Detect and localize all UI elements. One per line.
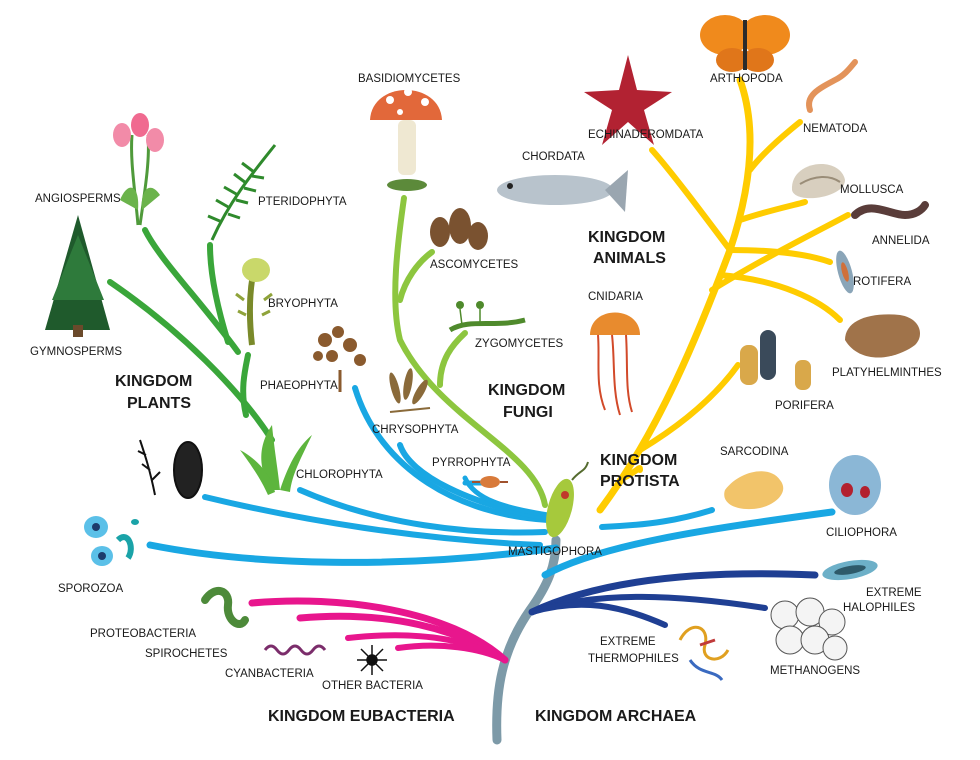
proteobacteria-icon [201,587,249,628]
kingdom-archaea: KINGDOM ARCHAEA [535,708,697,725]
butterfly-icon [700,15,790,72]
spirochete-icon [263,644,327,656]
golden-algae-icon [389,368,431,413]
label-extreme-thermophiles-2: THERMOPHILES [588,653,679,665]
label-bryophyta: BRYOPHYTA [268,298,338,310]
protista-branches [146,385,836,579]
label-extreme-halophiles-2: HALOPHILES [843,602,916,614]
animals-branches [596,76,851,514]
kingdom-fungi-line1: KINGDOM [488,382,565,399]
archaea-branches [528,570,819,628]
methanogen-icon [770,597,848,661]
pine-tree-icon [45,215,110,337]
label-arthopoda: ARTHOPODA [710,73,783,85]
label-chordata: CHORDATA [522,151,585,163]
dinoflagellate-icon [472,476,508,488]
label-porifera: PORIFERA [775,400,834,412]
kingdom-animals-line1: KINGDOM [588,229,665,246]
label-sporozoa: SPOROZOA [58,583,124,595]
clam-icon [791,163,845,199]
eubacteria-branches [248,597,509,664]
kingdom-eubacteria: KINGDOM EUBACTERIA [268,708,455,725]
label-gymnosperms: GYMNOSPERMS [30,346,122,358]
label-platyhelminthes: PLATYHELMINTHES [832,367,942,379]
label-zygomycetes: ZYGOMYCETES [475,338,564,350]
protein-structure-icon [678,626,730,682]
label-chrysophyta: CHRYSOPHYTA [372,424,459,436]
label-echinaderomdata: ECHINADEROMDATA [588,129,704,141]
label-extreme-halophiles-1: EXTREME [866,587,922,599]
label-ciliophora: CILIOPHORA [826,527,897,539]
starfish-icon [584,55,672,145]
label-other-bacteria: OTHER BACTERIA [322,680,423,692]
brown-algae-icon [313,326,366,392]
kingdom-animals-line2: ANIMALS [593,250,666,267]
mold-icon [448,301,526,333]
fungi-branches [392,195,548,508]
label-chlorophyta: CHLOROPHYTA [296,469,383,481]
branches [107,76,851,745]
sporozoa-icon [84,516,139,566]
label-annelida: ANNELIDA [872,235,930,247]
halophile-icon [822,559,878,581]
kingdom-plants-line2: PLANTS [127,395,191,412]
kingdom-protista-line1: KINGDOM [600,452,677,469]
amoeba-icon [724,471,784,510]
label-basidiomycetes: BASIDIOMYCETES [358,73,461,85]
label-pteridophyta: PTERIDOPHYTA [258,196,347,208]
label-methanogens: METHANOGENS [770,665,860,677]
label-extreme-thermophiles-1: EXTREME [600,636,656,648]
kingdom-fungi-line2: FUNGI [503,404,553,421]
sponge-icon [740,330,811,390]
label-spirochetes: SPIROCHETES [145,648,228,660]
label-pyrrophyta: PYRROPHYTA [432,457,511,469]
kingdom-plants-line1: KINGDOM [115,373,192,390]
nematode-icon [806,59,858,113]
label-nematoda: NEMATODA [803,123,867,135]
mushroom-icon [370,88,442,191]
label-cnidaria: CNIDARIA [588,291,643,303]
rotifer-icon [836,250,854,294]
morel-icon [430,208,488,250]
organism-illustrations [45,15,929,682]
label-mollusca: MOLLUSCA [840,184,904,196]
worm-icon [851,201,929,220]
tulip-icon [113,113,164,226]
kingdom-titles: KINGDOM PLANTS KINGDOM FUNGI KINGDOM ANI… [115,229,697,725]
fish-icon [497,170,628,212]
green-algae-icon [240,425,312,495]
label-proteobacteria: PROTEOBACTERIA [90,628,196,640]
moss-icon [235,258,273,346]
euglena-icon [546,461,589,538]
label-ascomycetes: ASCOMYCETES [430,259,519,271]
label-sarcodina: SARCODINA [720,446,789,458]
label-mastigophora: MASTIGOPHORA [508,546,602,558]
kingdom-protista-line2: PROTISTA [600,473,680,490]
label-rotifera: ROTIFERA [853,276,911,288]
label-angiosperms: ANGIOSPERMS [35,193,121,205]
radiolarian-icon [137,439,203,499]
fern-icon [207,144,277,241]
paramecium-icon [829,455,881,515]
trunk-branch [492,535,561,745]
jellyfish-icon [590,312,640,416]
labels: ANGIOSPERMS PTERIDOPHYTA GYMNOSPERMS BRY… [30,73,942,692]
label-phaeophyta: PHAEOPHYTA [260,380,338,392]
plants-branches [107,227,275,443]
label-cyanbacteria: CYANBACTERIA [225,668,314,680]
sunburst-bacteria-icon [357,645,387,675]
flatworm-icon [845,314,920,358]
